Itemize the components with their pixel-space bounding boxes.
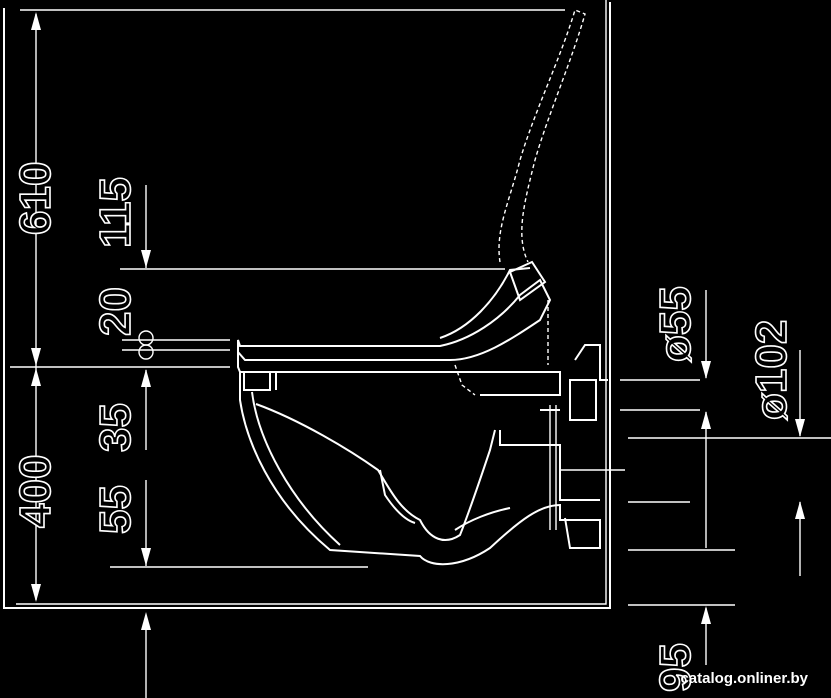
- dimension-line-left: [10, 12, 230, 602]
- dim-115: 115: [91, 177, 140, 248]
- toilet-bowl: [237, 340, 625, 566]
- dim-diameter-102: ø102: [747, 320, 796, 420]
- dim-20: 20: [91, 287, 140, 336]
- dim-diameter-55: ø55: [651, 286, 700, 362]
- dim-55: 55: [91, 485, 140, 534]
- dimension-line-inner: [110, 185, 505, 698]
- wall-outline: [3, 0, 611, 609]
- dim-400: 400: [11, 455, 60, 528]
- dim-95: 95: [651, 643, 700, 692]
- dim-35: 35: [91, 403, 140, 452]
- toilet-seat: [237, 9, 586, 396]
- watermark-text: catalog.onliner.by: [680, 670, 808, 687]
- dimension-line-right: [620, 290, 831, 665]
- dim-610: 610: [11, 162, 60, 235]
